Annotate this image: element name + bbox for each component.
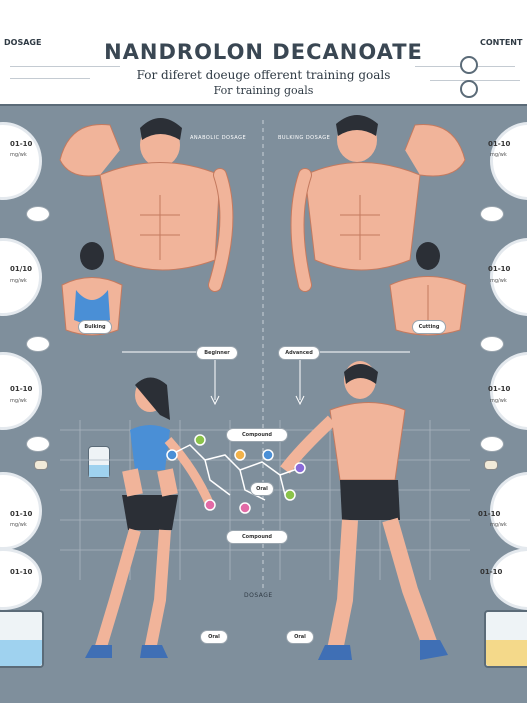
badge-right-back: Cutting: [412, 320, 446, 334]
dosage-unit: mg/wk: [10, 278, 27, 284]
male-front-left: [59, 118, 234, 292]
jar-icon: [484, 610, 527, 668]
molecule-diagram: [166, 434, 306, 514]
male-front-right: [290, 115, 466, 292]
badge-left-back: Bulking: [78, 320, 112, 334]
dosage-value: 01-10: [10, 385, 33, 393]
page-subtitle: For diferet doeuge offerent training goa…: [136, 68, 391, 82]
dosage-value: 01-10: [10, 140, 33, 148]
axis-label: DOSAGE: [244, 592, 273, 599]
pill-icon: [26, 336, 50, 352]
dosage-unit: mg/wk: [10, 398, 27, 404]
header-rule-right-2: [430, 80, 520, 81]
pill-icon: [480, 436, 504, 452]
vial-icon: [88, 446, 110, 478]
header-right-tag: CONTENT: [480, 38, 523, 47]
label-right-top: BULKING DOSAGE: [278, 135, 331, 141]
pill-icon: [480, 336, 504, 352]
dosage-unit: mg/wk: [10, 522, 27, 528]
dosage-value: 01-10: [488, 265, 511, 273]
header-rule-left-2: [10, 78, 90, 79]
badge-bottom-left: Oral: [200, 630, 228, 644]
label-left-top: ANABOLIC DOSAGE: [190, 135, 247, 141]
dosage-value: 01-10: [10, 510, 33, 518]
dosage-value: 01-10: [488, 140, 511, 148]
jar-icon: [0, 610, 44, 668]
capsule-icon: [34, 460, 48, 470]
dosage-value: 01-10: [10, 568, 33, 576]
pill-icon: [480, 206, 504, 222]
badge-molecule-bottom: Compound: [226, 530, 288, 544]
page-subtitle-2: For training goals: [213, 84, 314, 97]
dosage-unit: mg/wk: [490, 522, 507, 528]
pill-icon: [26, 206, 50, 222]
header-dot-icon: [460, 56, 478, 74]
dosage-value: 01/10: [10, 265, 33, 273]
dosage-value: 01-10: [478, 510, 501, 518]
dosage-value: 01-10: [480, 568, 503, 576]
badge-bottom-right: Oral: [286, 630, 314, 644]
dosage-unit: mg/wk: [490, 278, 507, 284]
male-back-right: [389, 242, 467, 336]
header-rule-left: [10, 66, 120, 67]
header-banner: [0, 8, 527, 106]
arrow-head: [210, 395, 220, 406]
dosage-unit: mg/wk: [490, 398, 507, 404]
dosage-unit: mg/wk: [10, 152, 27, 158]
arrow-head: [295, 395, 305, 406]
dosage-unit: mg/wk: [490, 152, 507, 158]
dosage-value: 01-10: [488, 385, 511, 393]
badge-beginner: Beginner: [196, 346, 238, 360]
badge-advanced: Advanced: [278, 346, 320, 360]
female-fullbody: [85, 377, 215, 658]
header-left-tag: DOSAGE: [4, 38, 42, 47]
page-title: NANDROLON DECANOATE: [104, 40, 423, 64]
badge-molecule-top: Compound: [226, 428, 288, 442]
pill-icon: [26, 436, 50, 452]
male-fullbody: [280, 361, 448, 660]
header-dot-icon: [460, 80, 478, 98]
badge-molecule-mid: Oral: [250, 482, 274, 496]
capsule-icon: [484, 460, 498, 470]
